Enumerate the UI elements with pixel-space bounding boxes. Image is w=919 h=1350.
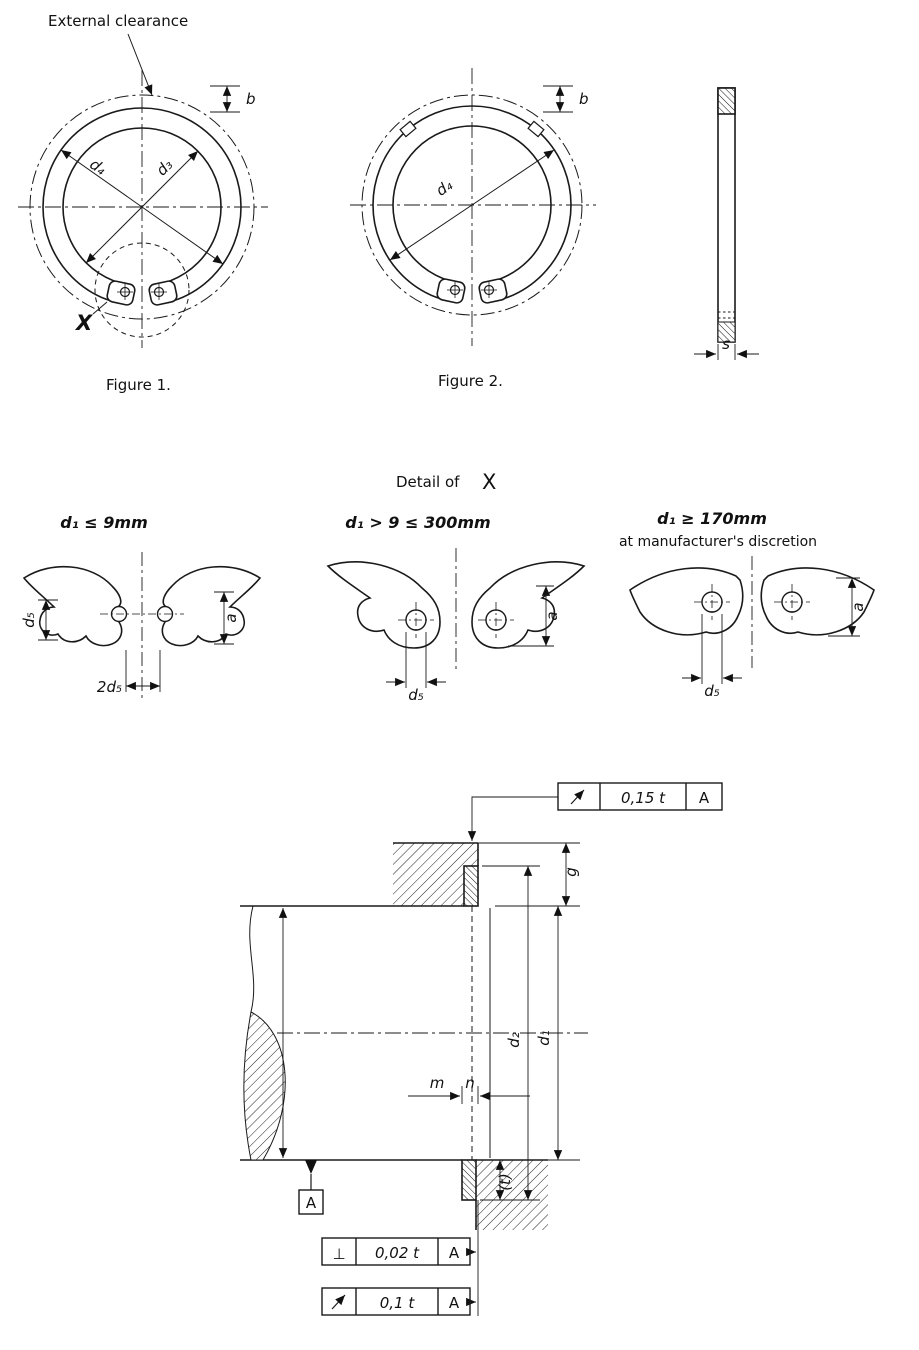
side-ring-outline <box>717 87 736 343</box>
detail-v1 <box>22 552 262 698</box>
datum-feature <box>298 1160 324 1215</box>
d2-dimension <box>480 865 540 1201</box>
housing-top-section <box>393 843 478 906</box>
fig2-notch-right <box>527 120 545 138</box>
v3-title: d₁ ≥ 170mm <box>657 509 767 528</box>
detail-heading: Detail of <box>396 473 460 491</box>
v3-d5-dimension <box>682 614 742 684</box>
v1-right-end <box>161 565 262 647</box>
v3-right-segment <box>760 567 875 636</box>
fig1-detail-circle <box>94 242 190 338</box>
v1-2d5-dimension <box>125 650 161 692</box>
g-dimension <box>478 842 580 907</box>
v1-d5-label: d₅ <box>20 612 38 628</box>
frame1-value: 0,15 t <box>621 789 666 807</box>
tolerance-frame-3 <box>321 1287 471 1316</box>
dim-t-label: (t) <box>496 1173 514 1191</box>
side-s-dimension <box>694 344 759 360</box>
fig2-d4-dimension <box>389 149 555 261</box>
frame1-datum: A <box>699 789 710 807</box>
v2-a-dimension <box>508 585 554 647</box>
broken-out-section <box>243 1011 286 1161</box>
side-ring-top-section <box>717 87 736 115</box>
fig1-d3-dimension <box>85 150 199 264</box>
v3-subtitle: at manufacturer's discretion <box>619 534 817 550</box>
fig2-d4-label: d₄ <box>433 176 456 200</box>
fig1-x-leader <box>92 301 108 315</box>
datum-triangle <box>305 1160 317 1174</box>
side-s-label: s <box>722 335 730 353</box>
v1-d5-dimension <box>38 599 58 641</box>
frame1-leader <box>467 796 558 841</box>
external-clearance-leader <box>127 33 153 96</box>
v2-left-end <box>326 561 441 649</box>
frame2-datum: A <box>449 1244 460 1262</box>
figure-1 <box>18 33 268 348</box>
dim-g-label: g <box>562 867 580 877</box>
v2-a-label: a <box>543 611 561 620</box>
v1-a-dimension <box>214 591 234 645</box>
figure-2 <box>350 68 596 346</box>
v2-right-end <box>471 561 586 649</box>
fig1-lug-right <box>148 280 178 306</box>
side-view <box>694 87 759 360</box>
detail-heading-x: X <box>482 470 496 494</box>
fig2-caption: Figure 2. <box>438 372 503 390</box>
circular-runout-icon <box>570 789 585 805</box>
fig2-lug-right <box>478 278 508 304</box>
v1-title: d₁ ≤ 9mm <box>60 513 147 532</box>
fig1-d4-label: d₄ <box>86 155 109 179</box>
v3-left-segment <box>629 567 744 636</box>
v1-a-label: a <box>222 613 240 622</box>
fig1-caption: Figure 1. <box>106 376 171 394</box>
v3-a-label: a <box>849 602 867 611</box>
frame2-value: 0,02 t <box>375 1244 420 1262</box>
fig1-x-marker: X <box>74 311 94 335</box>
assembly-drawing <box>240 782 723 1316</box>
detail-v3 <box>629 556 875 684</box>
dim-n-label: n <box>465 1074 475 1092</box>
v2-title: d₁ > 9 ≤ 300mm <box>345 513 490 532</box>
ring-bottom-section <box>461 1159 477 1201</box>
dim-d2-label: d₂ <box>505 1032 523 1048</box>
external-clearance-label: External clearance <box>48 12 188 30</box>
housing-bottom-section <box>476 1160 548 1230</box>
fig1-b-label: b <box>246 90 256 108</box>
frame3-value: 0,1 t <box>380 1294 416 1312</box>
side-ring-bottom-section <box>717 321 736 343</box>
dim-d1-label: d₁ <box>535 1030 553 1046</box>
v3-a-dimension <box>828 577 860 637</box>
v3-hole-axes <box>694 584 810 620</box>
m-n-dimensions <box>408 1086 530 1104</box>
frame2-symbol: ⊥ <box>332 1245 345 1263</box>
datum-box <box>298 1189 324 1215</box>
ring-top-section <box>463 865 479 907</box>
fig2-notch-left <box>399 120 417 138</box>
dim-m-label: m <box>430 1074 445 1092</box>
tolerance-frame-1 <box>557 782 723 811</box>
tolerance-frame-2 <box>321 1237 471 1266</box>
fig2-b-dimension <box>543 85 573 113</box>
frame3-datum: A <box>449 1294 460 1312</box>
fig2-b-label: b <box>579 90 589 108</box>
break-line <box>249 905 255 1013</box>
v1-2d5-label: 2d₅ <box>97 678 122 696</box>
v2-d5-dimension <box>386 632 446 688</box>
v2-d5-label: d₅ <box>408 686 424 704</box>
d1-dimension <box>548 906 580 1161</box>
fig1-lug-left <box>106 280 136 306</box>
detail-v2 <box>326 548 586 688</box>
v1-left-end <box>22 565 123 647</box>
v2-hole-axes <box>398 602 514 638</box>
fig2-lug-left <box>436 278 466 304</box>
circular-runout-icon <box>331 1294 346 1310</box>
fig1-b-dimension <box>210 85 240 113</box>
v3-d5-label: d₅ <box>704 682 720 700</box>
datum-a-label: A <box>306 1194 317 1212</box>
